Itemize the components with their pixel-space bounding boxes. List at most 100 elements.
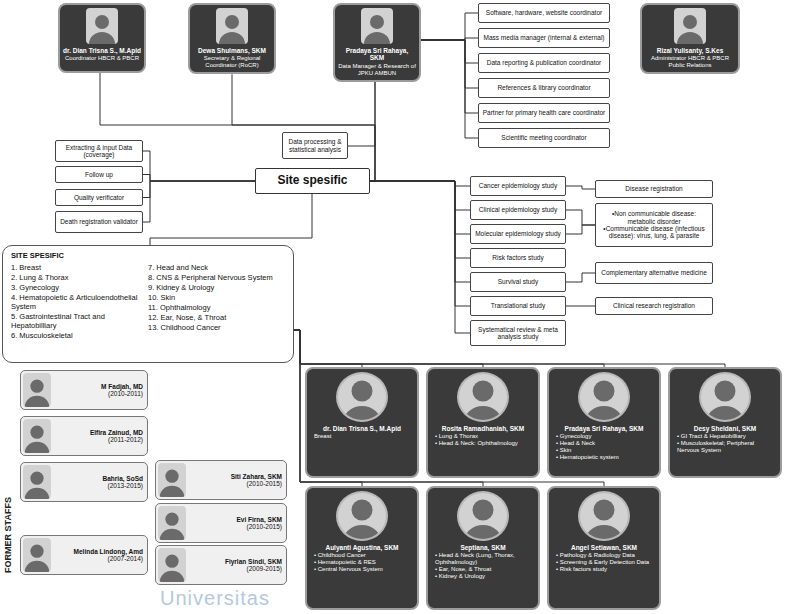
- connector-line: [150, 194, 312, 245]
- text-column: Evi Firna, SKM(2010-2015): [191, 516, 282, 531]
- text-column: Bahria, SoSd(2013-2015): [56, 475, 143, 490]
- node-text: (2010-2011): [56, 390, 143, 397]
- node-text: 6. Musculoskeletal: [11, 331, 142, 340]
- node-heading: Extracting & input Data (coverage): [59, 144, 139, 159]
- portrait-body: [464, 406, 503, 420]
- node-heading: Bahria, SoSd: [56, 475, 143, 482]
- node-text: (2007-2014): [56, 555, 143, 562]
- portrait-photo: [457, 372, 509, 422]
- node-heading: Fiyrlan Sindi, SKM: [191, 558, 282, 565]
- node-text: • Hematopoietic & RES: [310, 559, 414, 566]
- node-heading: Elfira Zainud, MD: [56, 429, 143, 436]
- study-box: Risk factors study: [470, 248, 566, 268]
- study-box: Systematical review & meta analysis stud…: [470, 320, 566, 346]
- node-text: 2. Lung & Thorax: [11, 273, 142, 282]
- list-column: 1. Breast2. Lung & Thorax3. Gynecology4.…: [11, 263, 148, 341]
- node-heading: Molecular epidemiology study: [474, 230, 562, 237]
- portrait-figure: [459, 493, 507, 539]
- task-box: Follow up: [55, 166, 143, 183]
- task-box: Data reporting & publication coordinator: [478, 53, 610, 73]
- node-text: • Hematopoietic system: [552, 454, 656, 461]
- node-text: Administrator HBCR & PBCR Public Relatio…: [645, 55, 735, 69]
- connector-line: [421, 40, 478, 88]
- connector-line: [421, 40, 478, 63]
- node-text: (2009-2015): [191, 565, 282, 572]
- portrait-body: [25, 442, 50, 453]
- portrait-head: [30, 545, 43, 558]
- connector-line: [100, 73, 375, 181]
- staff-card: Rizal Yulisanty, S.KesAdministrator HBCR…: [640, 3, 740, 74]
- portrait-head: [715, 381, 736, 402]
- watermark: Universitas: [160, 588, 300, 608]
- portrait-head: [165, 555, 178, 568]
- connector-line: [566, 186, 595, 189]
- portrait-head: [683, 15, 697, 29]
- portrait-head: [165, 513, 178, 526]
- portrait-photo: [674, 8, 706, 44]
- task-box: Extracting & input Data (coverage): [55, 140, 143, 162]
- portrait-head: [473, 381, 494, 402]
- staff-card: Rosita Ramadhaniah, SKM• Lung & Thorax• …: [426, 367, 540, 478]
- task-box: Scientific meeting coordinator: [478, 128, 610, 148]
- portrait-figure: [86, 8, 118, 44]
- portrait-body: [219, 32, 245, 44]
- connector-line: [566, 210, 595, 225]
- node-heading: M Fadjah, MD: [56, 383, 143, 390]
- text-column: Siti Zahara, SKM(2010-2015): [191, 473, 282, 488]
- portrait-figure: [580, 374, 628, 420]
- portrait-body: [89, 32, 115, 44]
- staff-card: Pradaya Sri Rahaya, SKM• Gynecology• Hea…: [547, 367, 661, 478]
- node-heading: Complementary alternative medicine: [599, 269, 709, 276]
- portrait-photo: [336, 491, 388, 541]
- node-heading: Septiana, SKM: [431, 544, 535, 551]
- portrait-figure: [459, 374, 507, 420]
- connector-line: [232, 74, 375, 181]
- portrait-head: [30, 472, 43, 485]
- node-text: • Head & Neck: [552, 440, 656, 447]
- node-heading: Data reporting & publication coordinator: [482, 59, 606, 66]
- task-box: Quality verificator: [55, 189, 143, 206]
- staff-card: dr. Dian Trisna S., M.ApidCoordinator HB…: [58, 3, 146, 73]
- connector-line: [566, 306, 595, 307]
- task-box: References & library coordinator: [478, 78, 610, 98]
- node-text: 4. Hematopoietic & Articuloendothelial S…: [11, 293, 142, 311]
- connector-line: [370, 82, 375, 181]
- group-label: FORMER STAFFS: [3, 485, 13, 585]
- portrait-photo: [699, 372, 751, 422]
- portrait-photo: [457, 491, 509, 541]
- node-text: 1. Breast: [11, 263, 142, 272]
- task-box: Death registration validator: [55, 211, 143, 233]
- node-text: • Head & Neck: Ophthalmology: [431, 440, 535, 447]
- portrait-body: [343, 406, 382, 420]
- node-heading: Evi Firna, SKM: [191, 516, 282, 523]
- portrait-head: [594, 381, 615, 402]
- portrait-photo: [86, 8, 118, 44]
- node-heading: Pradaya Sri Rahaya, SKM: [338, 47, 416, 62]
- node-heading: Rizal Yulisanty, S.Kes: [645, 47, 735, 54]
- node-heading: Cancer epidemiology study: [474, 182, 562, 189]
- portrait-head: [473, 500, 494, 521]
- portrait-body: [160, 529, 185, 540]
- portrait-body: [160, 571, 185, 582]
- former-staff-card: Siti Zahara, SKM(2010-2015): [155, 460, 287, 500]
- node-heading: Scientific meeting coordinator: [482, 134, 606, 141]
- connector-line: [566, 225, 595, 234]
- portrait-photo: [361, 8, 393, 44]
- portrait-figure: [23, 465, 51, 499]
- study-box: Clinical epidemiology study: [470, 200, 566, 220]
- study-box: Translational study: [470, 296, 566, 316]
- portrait-head: [95, 15, 109, 29]
- portrait-figure: [338, 493, 386, 539]
- portrait-figure: [158, 463, 186, 497]
- former-staff-card: Elfira Zainud, MD(2011-2012): [20, 416, 148, 456]
- portrait-body: [585, 525, 624, 539]
- text-column: M Fadjah, MD(2010-2011): [56, 383, 143, 398]
- study-box: Survival study: [470, 272, 566, 292]
- list-column: 7. Head and Neck8. CNS & Peripheral Nerv…: [148, 263, 285, 341]
- node-text: (2013-2015): [56, 482, 143, 489]
- portrait-body: [706, 406, 745, 420]
- node-text: • Skin: [552, 447, 656, 454]
- node-text: 10. Skin: [148, 293, 279, 302]
- site-list-panel: SITE SPESIFIC1. Breast2. Lung & Thorax3.…: [2, 245, 294, 363]
- node-heading: Software, hardware, website coordinator: [482, 9, 606, 16]
